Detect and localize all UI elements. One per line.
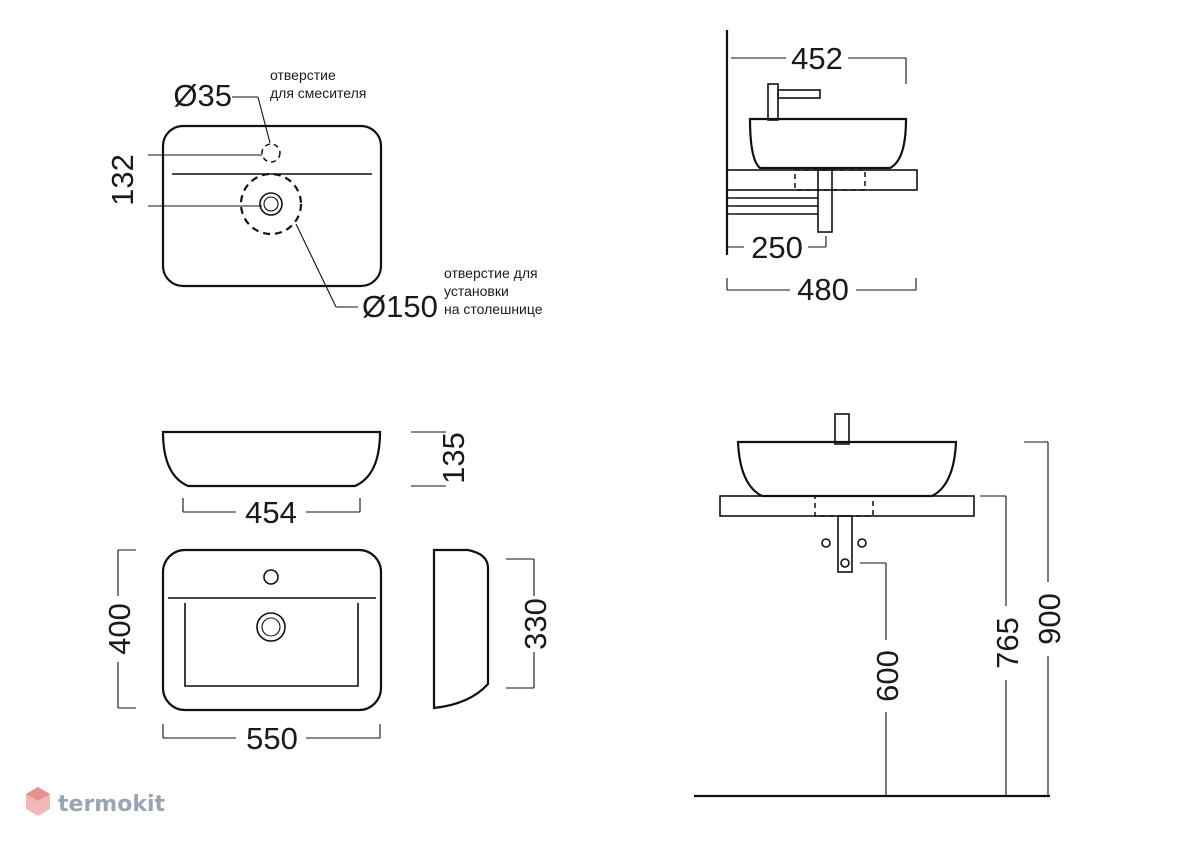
mount-hole-note-line1: отверстие для [444, 265, 538, 281]
drain-outer [259, 192, 283, 216]
side-total-dimension: 480 [797, 272, 849, 307]
basin-outline-plan [161, 548, 383, 712]
faucet-installed [834, 413, 850, 445]
basin-installed [736, 440, 958, 498]
basin-front [161, 430, 382, 488]
floor-to-drain-dimension: 600 [870, 650, 905, 702]
basin-bowl [184, 603, 359, 687]
mount-hole-note-line2: установки [444, 283, 509, 299]
drain-pipe-installed [837, 515, 853, 573]
mixer-hole-dimension: Ø35 [173, 78, 232, 113]
mixer-hole [263, 569, 279, 585]
mixer-hole-note-line2: для смесителя [270, 85, 366, 101]
depth-dimension: 400 [102, 603, 137, 655]
front-view: 454 135 [161, 430, 471, 530]
side-view: 452 250 480 [725, 30, 918, 307]
drain-outlet [840, 558, 850, 568]
drain-inner [263, 196, 279, 212]
floor-to-counter-dimension: 765 [990, 617, 1025, 669]
bolt-right [857, 538, 867, 548]
height-dimension: 135 [436, 432, 471, 484]
drain-plan-outer [256, 612, 286, 642]
bolt-left [821, 538, 831, 548]
termokit-logo: termokit [26, 787, 165, 817]
side-bracket-dimension: 250 [751, 230, 803, 265]
mixer-hole-note-line1: отверстие [270, 67, 336, 83]
faucet-body [767, 83, 779, 121]
installation-view: 600 765 900 [694, 413, 1067, 798]
plan-view: 400 550 [102, 548, 383, 756]
hole-spacing-dimension: 132 [105, 154, 140, 206]
side-depth-dimension: 452 [791, 41, 843, 76]
mixer-hole-circle [261, 143, 281, 163]
faucet-spout [777, 89, 821, 99]
countertop-installed [719, 495, 975, 517]
mount-hole-dimension: Ø150 [362, 289, 438, 324]
drain-pipe-side [817, 169, 833, 233]
mount-hole-circle [239, 172, 303, 236]
inner-depth-dimension: 330 [518, 598, 553, 650]
width-dimension: 550 [246, 721, 298, 756]
logo-text: termokit [58, 792, 165, 817]
base-width-dimension: 454 [245, 495, 297, 530]
side-profile-view: 330 [432, 548, 553, 710]
drain-plan-inner [261, 617, 281, 637]
floor-to-rim-dimension: 900 [1032, 593, 1067, 645]
mount-hole-note-line3: на столешнице [444, 301, 543, 317]
top-view: Ø35 132 Ø150 отверстие для смесителя отв… [105, 67, 543, 324]
countertop-side [726, 169, 918, 191]
basin-profile [432, 548, 490, 710]
basin-side [748, 117, 908, 170]
